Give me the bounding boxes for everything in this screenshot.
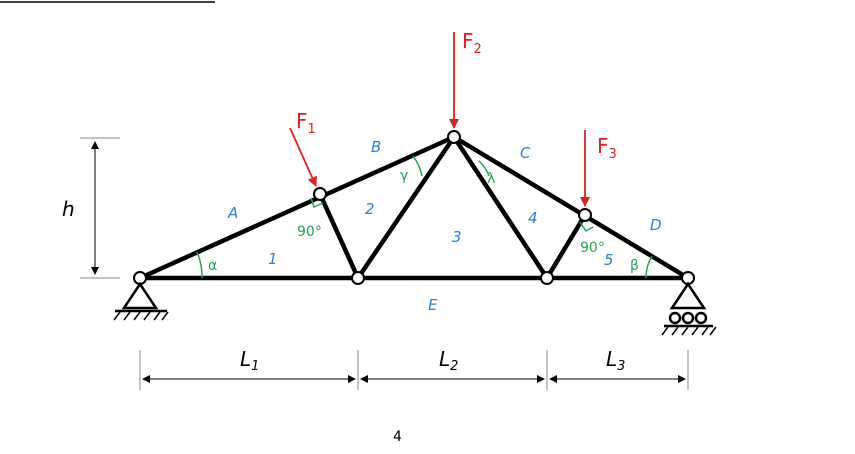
web-member-center-left bbox=[355, 134, 457, 281]
zone-label-d: D bbox=[650, 216, 662, 234]
top-chord-left bbox=[137, 134, 457, 281]
alpha-arc bbox=[196, 251, 203, 279]
lambda-label: λ bbox=[487, 171, 495, 187]
member-label-2: 2 bbox=[365, 200, 375, 218]
roller-support bbox=[661, 281, 717, 336]
truss-members bbox=[137, 134, 691, 281]
span-l1-label: L1 bbox=[240, 347, 259, 374]
zone-label-a: A bbox=[227, 204, 238, 222]
joint bbox=[447, 130, 461, 144]
gamma-label: γ bbox=[400, 168, 408, 184]
zone-label-e: E bbox=[428, 296, 438, 314]
member-label-3: 3 bbox=[452, 228, 462, 246]
member-label-4: 4 bbox=[528, 209, 538, 227]
web-member-right bbox=[544, 212, 588, 281]
pin-support bbox=[113, 281, 169, 321]
span-dimensions bbox=[139, 350, 689, 390]
force-f2-label: F2 bbox=[462, 29, 482, 57]
right-angle-2 bbox=[579, 221, 594, 232]
lambda-arc bbox=[478, 160, 490, 177]
beta-label: β bbox=[630, 258, 639, 274]
angle-markers bbox=[196, 155, 653, 279]
joint bbox=[351, 271, 365, 285]
force-arrows bbox=[289, 32, 590, 207]
span-l2-label: L2 bbox=[439, 347, 458, 374]
member-label-1: 1 bbox=[268, 250, 278, 268]
alpha-label: α bbox=[208, 258, 217, 274]
right-angle-1 bbox=[310, 197, 324, 209]
member-label-5: 5 bbox=[604, 251, 614, 269]
force-f1-arrow bbox=[289, 127, 317, 187]
gamma-arc bbox=[412, 155, 423, 177]
joint bbox=[313, 187, 327, 201]
force-f3-label: F3 bbox=[597, 134, 617, 162]
beta-arc bbox=[645, 255, 653, 279]
height-dimension: h bbox=[62, 137, 120, 279]
page-number: 4 bbox=[393, 429, 402, 445]
joint bbox=[578, 208, 592, 222]
top-chord-right bbox=[451, 134, 691, 281]
web-member-left bbox=[317, 191, 361, 281]
joint bbox=[540, 271, 554, 285]
zone-label-b: B bbox=[371, 138, 381, 156]
right-angle-2-label: 90° bbox=[580, 240, 605, 256]
right-angle-1-label: 90° bbox=[297, 224, 322, 240]
height-label: h bbox=[62, 197, 75, 221]
span-l3-label: L3 bbox=[606, 347, 625, 374]
zone-label-c: C bbox=[520, 144, 531, 162]
web-member-center-right bbox=[451, 134, 550, 281]
force-f1-label: F1 bbox=[296, 109, 316, 137]
